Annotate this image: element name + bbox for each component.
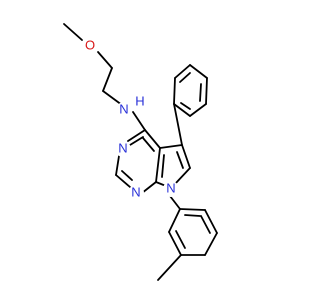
bond-c2-n1-double <box>121 170 133 181</box>
bond-phenyl-inner-2 <box>199 83 202 102</box>
bond-phenyl-inner-1 <box>179 72 191 83</box>
bond-tolyl-inner-1 <box>175 230 186 249</box>
bond-c4a-c5 <box>159 144 183 149</box>
bond-c5-c6 <box>181 144 191 169</box>
bond-phenyl-a <box>173 77 176 105</box>
bond-phenyl-e <box>189 103 207 117</box>
bond-tolyl-methyl <box>157 254 182 281</box>
bond-tolyl-d <box>204 232 218 256</box>
bond-amine-c4 <box>132 111 146 131</box>
bond-n3-c2 <box>115 155 120 176</box>
bond-c5-c6-double <box>176 151 184 169</box>
bond-phenyl-f <box>173 103 191 117</box>
bond-tolyl-inner-2 <box>200 215 211 234</box>
bond-c2-n1 <box>115 174 131 188</box>
amine-nitrogen-label: N <box>119 101 128 116</box>
bond-tolyl-a <box>168 208 181 233</box>
bond-phenyl-d <box>205 77 208 105</box>
bond-c5-phenyl <box>173 103 183 146</box>
bond-n1-c7a <box>141 181 157 194</box>
pyrimidine-n3-label: N <box>118 140 127 155</box>
bond-tolyl-inner-3 <box>184 214 201 217</box>
bond-n7-tolyl <box>169 195 181 210</box>
bond-methyl-oxygen <box>63 23 83 41</box>
amine-hydrogen-label: H <box>135 93 144 108</box>
bond-phenyl-inner-3 <box>180 102 191 110</box>
bond-tolyl-f <box>179 208 206 211</box>
bond-ch2-amine <box>102 90 123 106</box>
bond-tolyl-e <box>204 209 218 234</box>
bond-c4-n3 <box>127 129 146 142</box>
pyrrole-nitrogen-label: N <box>166 180 175 195</box>
bond-c4a-c4-double <box>142 137 155 152</box>
bond-c6-n7 <box>174 167 191 185</box>
bond-c7a-c4a <box>155 147 161 183</box>
bond-c4-n3-double <box>129 136 144 146</box>
bond-phenyl-b <box>174 64 191 79</box>
bond-c4a-c4 <box>144 129 161 149</box>
bond-c7a-c4a-inner <box>161 154 165 178</box>
bond-layer <box>63 23 218 281</box>
atom-label-layer: O N H N N N <box>82 37 179 201</box>
bond-tolyl-b <box>168 231 182 256</box>
bond-ch2-ch2 <box>102 67 113 92</box>
bond-oxygen-ch2 <box>97 51 113 69</box>
chemical-structure-diagram: O N H N N N <box>63 23 218 281</box>
pyrimidine-n1-label: N <box>131 184 140 199</box>
bond-phenyl-c <box>189 64 208 79</box>
methoxy-oxygen-label: O <box>85 37 95 52</box>
